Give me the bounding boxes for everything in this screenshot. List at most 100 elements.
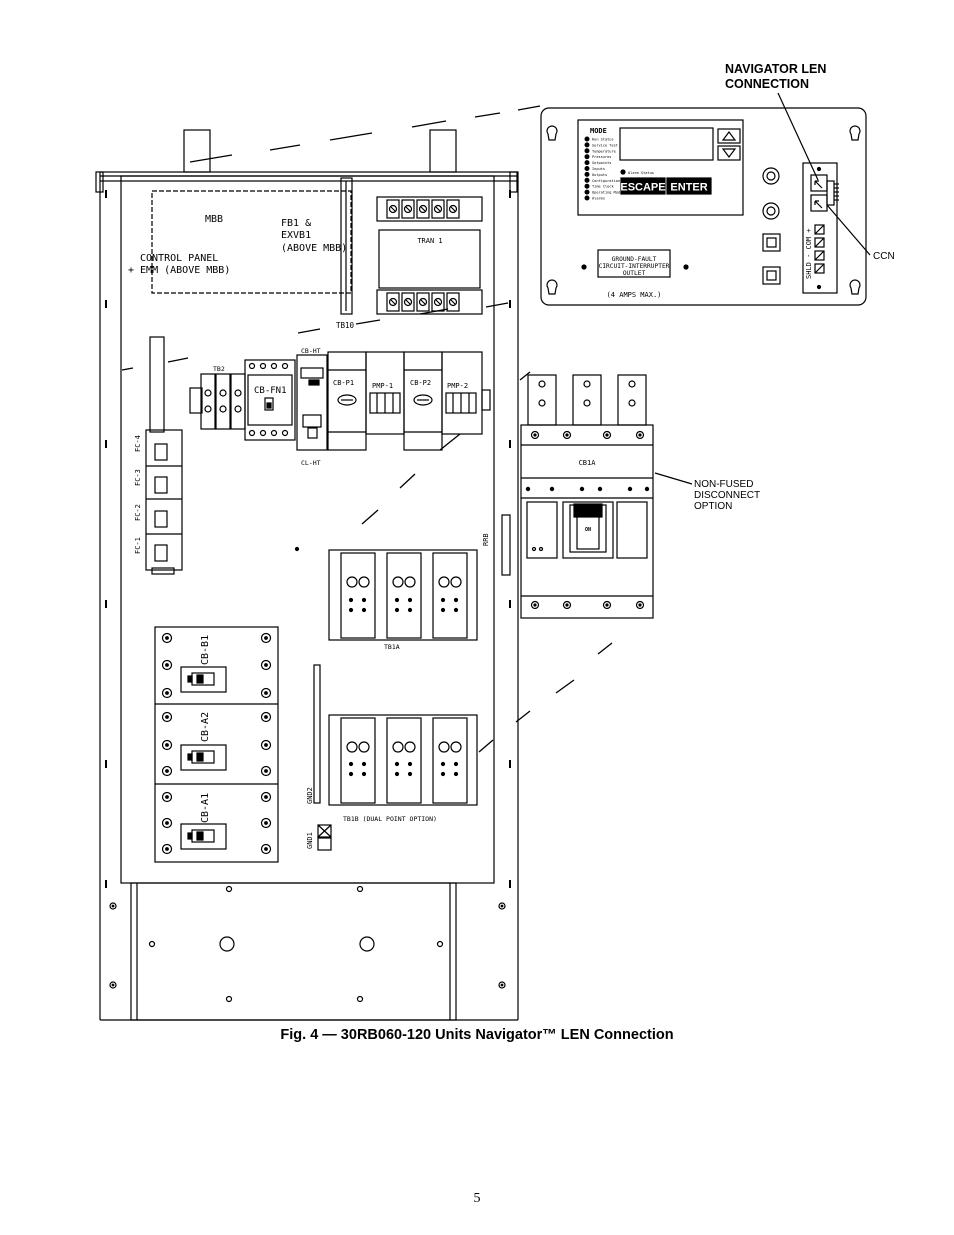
screw-icon — [161, 632, 173, 644]
transformer-terminal — [386, 199, 400, 219]
mode-led — [584, 142, 590, 148]
gfci-line1: GROUND-FAULT — [612, 256, 657, 263]
pmp1-contactor: PMP-1 — [365, 351, 405, 435]
mode-item-label: Alarms — [592, 197, 605, 201]
mbb-label: MBB — [205, 214, 223, 225]
rrb-label: RRB — [482, 533, 490, 546]
down-arrow-icon — [721, 148, 737, 158]
mode-led — [584, 148, 590, 154]
transformer-terminal — [386, 292, 400, 312]
fc2-label: FC-2 — [134, 504, 142, 521]
screw-icon — [161, 765, 173, 777]
terminal-screw-icon — [403, 204, 413, 214]
len-connector — [810, 174, 828, 192]
cb-ht-module: CB-HT CL-HT — [296, 347, 328, 467]
terminal-screw-icon — [433, 204, 443, 214]
mounting-hole-icon — [546, 125, 558, 141]
transformer-terminal — [401, 292, 415, 312]
cb-p2-label: CB-P2 — [410, 379, 431, 387]
terminal-screws — [814, 224, 825, 274]
terminal-label: SHLD - COM + — [805, 228, 813, 279]
enter-label: ENTER — [670, 182, 707, 194]
navigator-len-leader-line — [777, 92, 819, 181]
screw-icon — [356, 885, 364, 893]
screw-icon — [260, 659, 272, 671]
cb-p2-breaker: CB-P2 — [403, 351, 443, 451]
mbb-board: MBB FB1 & EXVB1 (ABOVE MBB) CONTROL PANE… — [128, 190, 352, 294]
gfci-button — [762, 233, 781, 252]
screw-icon — [161, 687, 173, 699]
tb1a-label: TB1A — [384, 643, 400, 651]
mounting-hole-icon — [849, 125, 861, 141]
lifting-post-right — [429, 129, 457, 173]
mode-led — [584, 177, 590, 183]
mode-item-label: Outputs — [592, 173, 607, 177]
mode-led — [584, 166, 590, 172]
mode-led — [584, 136, 590, 142]
len-terminal-block — [802, 162, 838, 294]
cb-a1-label: CB-A1 — [200, 793, 211, 823]
tb2-label: TB2 — [213, 365, 225, 373]
gland-fitting — [762, 167, 780, 185]
down-arrow-button — [717, 145, 741, 161]
screw-icon — [161, 843, 173, 855]
cb-fn1-breaker: CB-FN1 — [244, 359, 296, 441]
cb-ht-label: CB-HT — [301, 347, 321, 355]
tb1b-terminal-block: TB1B (DUAL POINT OPTION) — [328, 714, 478, 823]
terminal-screw-icon — [388, 204, 398, 214]
transformer-terminal — [446, 292, 460, 312]
mode-led — [584, 195, 590, 201]
mounting-hole-icon — [849, 279, 861, 295]
mode-item-label: Pressures — [592, 155, 611, 159]
cabinet — [95, 129, 519, 1021]
screw-icon — [683, 264, 689, 270]
screw-icon — [161, 711, 173, 723]
fc1-label: FC-1 — [134, 537, 142, 554]
figure-caption: Fig. 4 — 30RB060-120 Units Navigator™ LE… — [280, 1027, 674, 1043]
transformer-terminal — [431, 199, 445, 219]
mode-item-label: Service Test — [592, 143, 618, 147]
connector-pins — [826, 180, 835, 206]
cb1a-disconnect: CB1A ON — [520, 374, 654, 619]
tb1b-label: TB1B (DUAL POINT OPTION) — [343, 815, 437, 823]
display-screen — [619, 127, 714, 161]
screw-icon — [260, 791, 272, 803]
screw-icon — [260, 739, 272, 751]
tb10-label: TB10 — [336, 321, 355, 330]
cb-p1-label: CB-P1 — [333, 379, 354, 387]
cb-b1-label: CB-B1 — [200, 635, 211, 665]
pmp1-label: PMP-1 — [372, 382, 393, 390]
fan-contactor-stack: FC-4 FC-3 FC-2 FC-1 — [134, 336, 183, 575]
control-panel-label-line2: + EMM (ABOVE MBB) — [128, 265, 230, 276]
mode-led — [584, 183, 590, 189]
screw-icon — [436, 940, 444, 948]
fb1-label-line2: EXVB1 — [281, 230, 311, 241]
screw-icon — [498, 902, 506, 910]
screw-icon — [148, 940, 156, 948]
pmp2-contactor: PMP-2 — [441, 351, 491, 435]
screw-icon — [260, 687, 272, 699]
rrb-bracket — [501, 514, 511, 576]
tran1-label: TRAN 1 — [417, 237, 442, 245]
up-arrow-icon — [721, 131, 737, 141]
screw-icon — [161, 791, 173, 803]
fc4-label: FC-4 — [134, 435, 142, 452]
exploded-view-dashed-lines — [121, 105, 613, 753]
navigator-keypad-face — [577, 119, 744, 216]
ccn-leader-line — [826, 204, 871, 256]
screw-icon — [161, 659, 173, 671]
mounting-hole-icon — [546, 279, 558, 295]
control-panel-label-line1: CONTROL PANEL — [140, 253, 218, 264]
knockout-icon — [359, 936, 375, 952]
gfci-line2: CIRCUIT-INTERRUPTER — [599, 263, 670, 270]
transformer-terminal — [416, 292, 430, 312]
up-arrow-button — [717, 128, 741, 144]
terminal-screw-icon — [418, 204, 428, 214]
non-fused-leader-line — [654, 472, 693, 485]
terminal-screw-icon — [418, 297, 428, 307]
transformer-terminals — [386, 199, 460, 312]
mode-title: MODE — [590, 127, 607, 135]
navigator-len-callout-line2: CONNECTION — [725, 77, 809, 91]
